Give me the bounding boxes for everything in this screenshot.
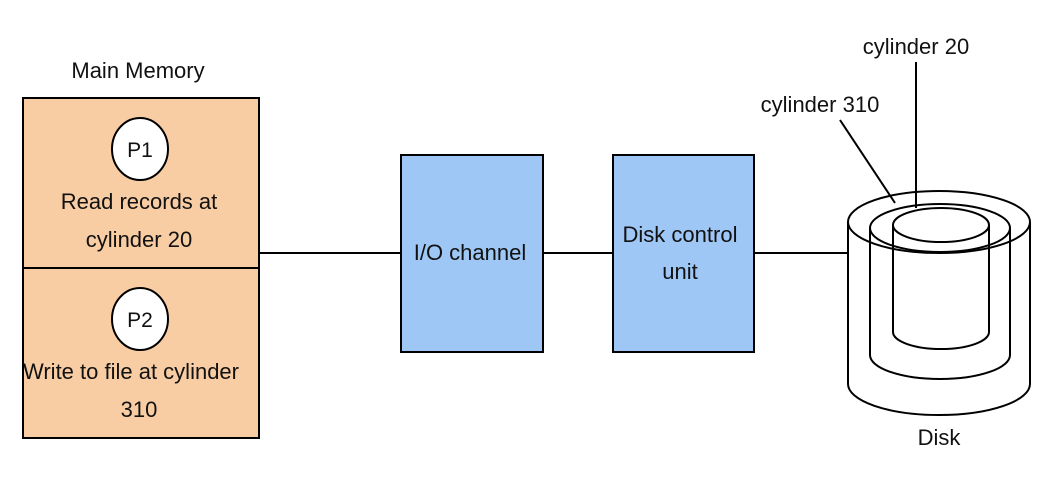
process-p2-desc-line1: Write to file at cylinder	[23, 359, 239, 384]
io-channel-box	[400, 154, 544, 353]
disk-control-unit-box	[612, 154, 755, 353]
process-p1-label: P1	[127, 139, 153, 162]
cylinder-leaders	[839, 62, 917, 208]
disk-control-unit-label-line2: unit	[662, 259, 697, 284]
process-p2: P2 Write to file at cylinder 310	[23, 287, 239, 422]
disk-control-unit: Disk control unit	[612, 154, 755, 353]
cylinder-20-label: cylinder 20	[863, 34, 969, 59]
process-p1-desc-line1: Read records at	[61, 189, 218, 214]
disk-control-unit-label-line1: Disk control	[623, 222, 738, 247]
cylinder-310-label: cylinder 310	[761, 92, 880, 117]
io-channel-label: I/O channel	[414, 240, 527, 265]
cylinder-310-leader	[839, 119, 896, 204]
io-channel: I/O channel	[400, 154, 544, 353]
disk-label: Disk	[918, 425, 962, 450]
disk-icon	[847, 190, 1031, 416]
main-memory-title: Main Memory	[71, 58, 204, 83]
process-p2-label: P2	[127, 309, 153, 332]
process-p1-desc-line2: cylinder 20	[86, 227, 192, 252]
process-p2-desc-line2: 310	[121, 397, 158, 422]
process-p1: P1 Read records at cylinder 20	[61, 117, 218, 252]
process-p2-circle	[111, 287, 169, 351]
process-p1-circle	[111, 117, 169, 181]
